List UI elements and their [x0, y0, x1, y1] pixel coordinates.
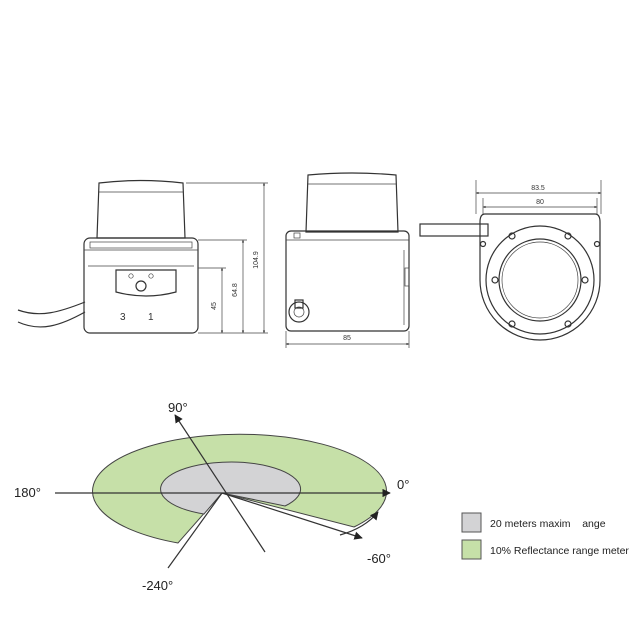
front-dimensions: 45 64.8 104.9 [186, 182, 268, 334]
side-optical-window [305, 172, 399, 233]
connector-label-1: 1 [148, 312, 154, 323]
led-panel [115, 269, 177, 297]
optical-window [96, 179, 186, 239]
led-indicator-icon [148, 273, 154, 279]
dim-85-label: 85 [343, 335, 351, 342]
dim-45-label: 45 [211, 302, 218, 310]
screw-icon [581, 276, 589, 284]
rear-window [498, 238, 582, 322]
connector-label-3: 3 [120, 312, 126, 323]
axis-90 [174, 414, 266, 553]
screw-icon [491, 276, 499, 284]
side-notch [293, 232, 301, 239]
cable-lower [17, 311, 86, 328]
screw-icon [508, 232, 516, 240]
rear-shell [479, 213, 601, 341]
legend-label-outer: 10% Reflectance range meter [490, 545, 629, 557]
cable-upper [17, 301, 86, 315]
side-view: 85 [285, 172, 410, 348]
inner-range-region [160, 461, 302, 515]
dim-64-8-label: 64.8 [232, 283, 239, 297]
front-view: 3 1 45 64.8 104.9 [17, 179, 268, 334]
screw-icon [564, 320, 572, 328]
led-indicator-icon [128, 273, 134, 279]
rear-flange [485, 225, 595, 335]
legend-swatch-inner [461, 512, 482, 533]
axis-neg60 [221, 492, 363, 540]
side-port [404, 267, 410, 287]
angle-0-label: 0° [397, 477, 409, 492]
screw-icon [593, 240, 601, 248]
axis-neg240 [167, 492, 223, 569]
rear-cable-stub [419, 223, 489, 237]
rotation-arrow-icon [339, 511, 379, 536]
connector-knob-icon [288, 301, 310, 323]
angle-neg240-label: -240° [142, 578, 173, 593]
scan-range-diagram: 90° 0° 180° -60° -240° [14, 400, 409, 593]
flange-screws [479, 232, 601, 328]
status-led-icon [135, 280, 147, 292]
legend-label-inner: 20 meters maxim ange [490, 518, 606, 530]
angle-180-label: 180° [14, 485, 41, 500]
dim-80-label: 80 [536, 199, 544, 206]
legend: 20 meters maxim ange 10% Reflectance ran… [461, 512, 629, 560]
dim-104-9-label: 104.9 [253, 251, 260, 269]
side-housing [285, 230, 410, 332]
screw-icon [564, 232, 572, 240]
angle-90-label: 90° [168, 400, 188, 415]
base-housing [83, 237, 199, 334]
screw-icon [508, 320, 516, 328]
dim-83-5-label: 83.5 [531, 185, 545, 192]
legend-swatch-outer [461, 539, 482, 560]
angle-neg60-label: -60° [367, 551, 391, 566]
rear-view: 83.5 80 [419, 180, 602, 341]
screw-icon [479, 240, 487, 248]
